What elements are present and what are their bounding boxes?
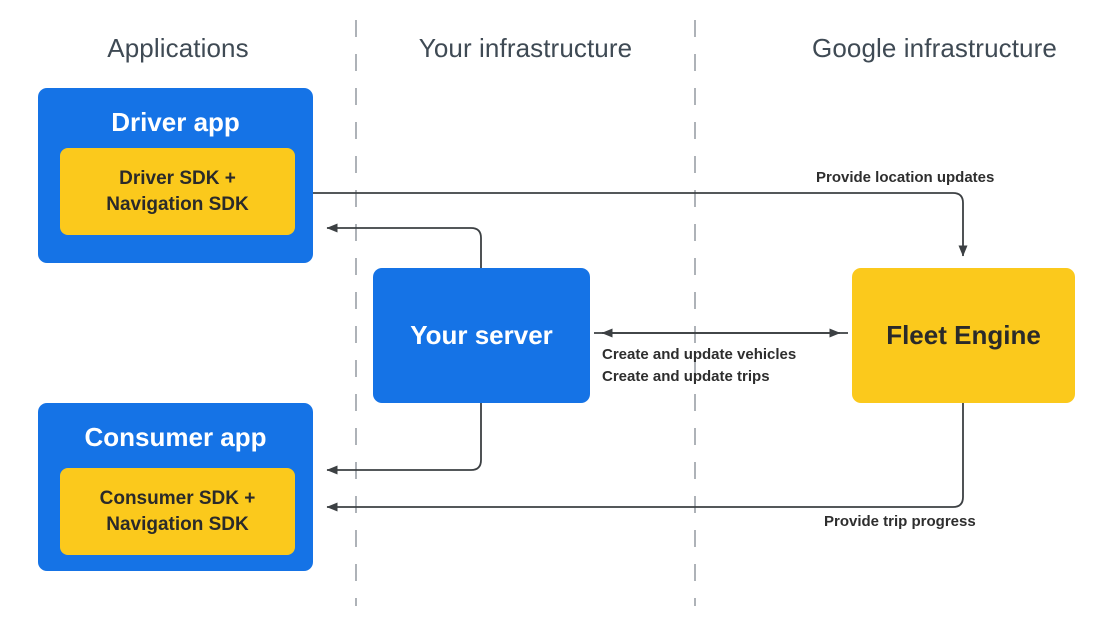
edge-trip-progress [326, 403, 964, 512]
your-server-title: Your server [410, 320, 553, 350]
your-server-center: Your server [373, 268, 590, 403]
edge-server-to-driver [326, 223, 482, 268]
fleet-engine-center: Fleet Engine [852, 268, 1075, 403]
node-consumer-sdk[interactable]: Consumer SDK + Navigation SDK [60, 468, 295, 555]
driver-app-title: Driver app [111, 107, 240, 137]
zone-label-your-infrastructure: Your infrastructure [418, 33, 633, 63]
edge-label-trip-progress: Provide trip progress [824, 513, 976, 530]
zone-dividers [355, 20, 696, 606]
zone-label-google-infrastructure: Google infrastructure [812, 33, 1057, 63]
node-fleet-engine[interactable]: Fleet Engine [852, 268, 1075, 403]
edge-label-create-update: Create and update vehicles Create and up… [602, 346, 797, 385]
consumer-app-title: Consumer app [84, 422, 267, 452]
consumer-sdk-label: Consumer SDK + Navigation SDK [99, 488, 256, 535]
edge-label-location-updates: Provide location updates [816, 169, 995, 186]
node-your-server[interactable]: Your server [373, 268, 590, 403]
driver-sdk-label: Driver SDK + Navigation SDK [106, 168, 249, 215]
zone-label-applications: Applications [107, 33, 249, 63]
fleet-engine-title: Fleet Engine [886, 320, 1041, 350]
node-driver-sdk[interactable]: Driver SDK + Navigation SDK [60, 148, 295, 235]
diagram-edges [296, 192, 968, 512]
edge-server-to-consumer [326, 403, 482, 475]
edge-location-updates [296, 192, 968, 257]
